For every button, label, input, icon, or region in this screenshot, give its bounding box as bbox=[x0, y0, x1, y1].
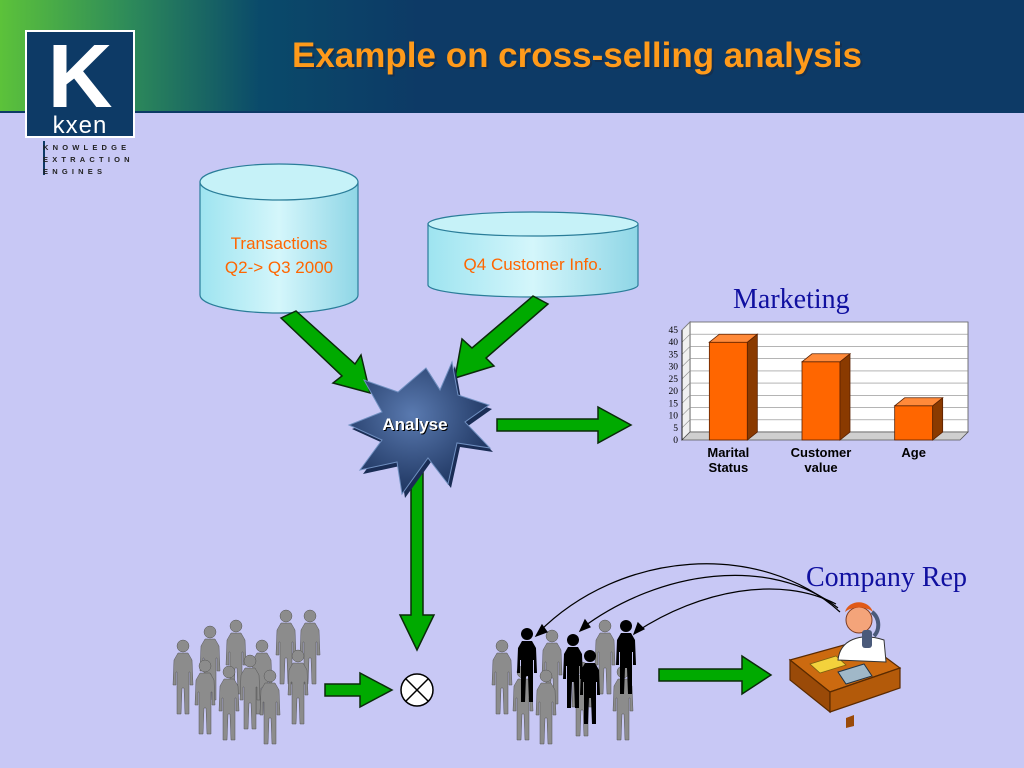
slide-title: Example on cross-selling analysis bbox=[292, 36, 862, 75]
bar-1-side bbox=[746, 333, 758, 441]
y-tick-label: 15 bbox=[669, 399, 679, 409]
kxen-logo: K kxen bbox=[25, 27, 135, 139]
selection-node bbox=[400, 673, 434, 707]
analyse-label: Analyse bbox=[382, 415, 448, 434]
chart-gridline bbox=[681, 407, 968, 416]
bar-2 bbox=[801, 361, 841, 441]
y-tick-label: 5 bbox=[673, 424, 678, 434]
arrow-targets-to-rep bbox=[658, 654, 773, 696]
chart-side-wall bbox=[681, 321, 691, 441]
bar-3-top bbox=[893, 397, 944, 407]
company-rep-figure bbox=[788, 602, 902, 728]
transactions-label: Transactions Q2-> Q3 2000 bbox=[200, 232, 358, 280]
x-tick-label: Age bbox=[901, 445, 926, 460]
chart-gridline bbox=[681, 346, 968, 355]
analyse-starburst bbox=[347, 360, 493, 498]
arrow-analyse-to-selection bbox=[398, 469, 436, 652]
y-tick-label: 10 bbox=[669, 412, 679, 422]
bar-2-top bbox=[800, 353, 852, 363]
y-tick-label: 25 bbox=[669, 375, 679, 385]
y-tick-label: 20 bbox=[669, 387, 679, 397]
logo-word: kxen bbox=[52, 112, 108, 139]
header-banner bbox=[0, 0, 1024, 111]
arrow-analyse-to-marketing bbox=[496, 405, 633, 445]
customer-info-label: Q4 Customer Info. bbox=[463, 255, 603, 274]
chart-gridline bbox=[681, 382, 968, 392]
bar-3 bbox=[894, 405, 934, 441]
transactions-database bbox=[199, 163, 359, 314]
bar-1 bbox=[708, 341, 748, 441]
logo-bar bbox=[43, 141, 45, 175]
chart-gridline bbox=[681, 395, 968, 404]
logo-tag-line-3: ENGINES bbox=[43, 167, 107, 176]
marketing-label: Marketing bbox=[733, 284, 850, 315]
transactions-label-line-1: Transactions bbox=[230, 234, 328, 253]
arrow-crowd-to-selection bbox=[324, 671, 394, 709]
chart-gridline bbox=[681, 321, 968, 331]
y-tick-label: 30 bbox=[669, 363, 679, 373]
chart-gridline bbox=[681, 358, 968, 367]
logo-tag-line-2: EXTRACTION bbox=[43, 155, 134, 164]
logo-letter: K bbox=[47, 27, 113, 127]
x-tick-label: value bbox=[804, 460, 837, 475]
chart-gridline bbox=[681, 333, 968, 343]
arrow-customer-to-analyse bbox=[454, 295, 550, 380]
logo-tagline: KNOWLEDGE EXTRACTION ENGINES bbox=[43, 142, 143, 178]
call-arrows bbox=[534, 563, 841, 638]
company-rep-label: Company Rep bbox=[806, 562, 967, 593]
chart-gridline bbox=[681, 370, 968, 380]
customer-info-database bbox=[427, 211, 639, 298]
arrow-transactions-to-analyse bbox=[279, 310, 372, 395]
y-tick-label: 40 bbox=[669, 338, 679, 348]
x-tick-label: Marital bbox=[707, 445, 749, 460]
filtered-crowd bbox=[491, 619, 636, 745]
customer-crowd bbox=[172, 609, 321, 745]
x-tick-label: Customer bbox=[791, 445, 852, 460]
y-tick-label: 45 bbox=[669, 326, 679, 336]
transactions-label-line-2: Q2-> Q3 2000 bbox=[224, 258, 334, 277]
chart-gridline bbox=[681, 419, 968, 428]
bar-1-top bbox=[708, 333, 759, 343]
header-divider bbox=[0, 111, 1024, 113]
x-tick-label: Status bbox=[708, 460, 748, 475]
y-tick-label: 0 bbox=[673, 436, 678, 446]
y-tick-label: 35 bbox=[669, 350, 679, 360]
bar-2-side bbox=[839, 352, 851, 441]
logo-tag-line-1: KNOWLEDGE bbox=[43, 143, 131, 152]
